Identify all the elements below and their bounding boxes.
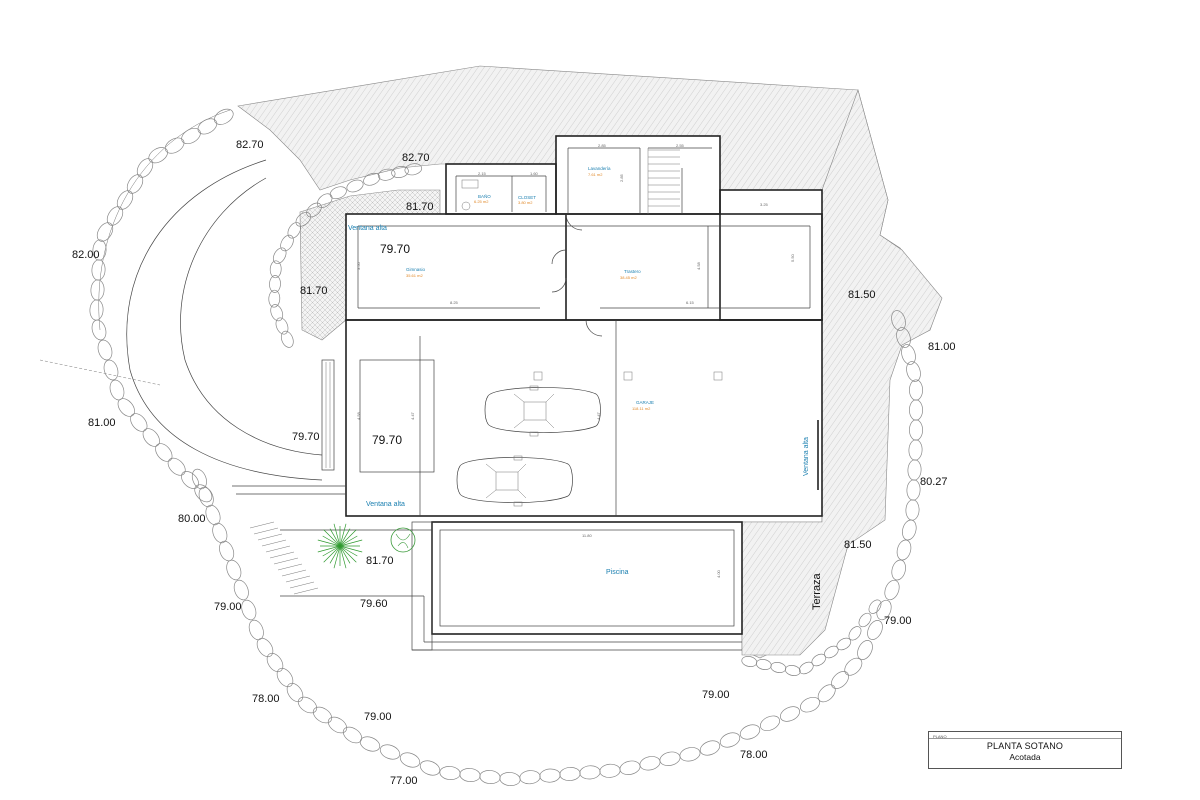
room-garaje: GARAJE [636,400,654,405]
level-79-70-patio: 79.70 [372,433,402,447]
dimension-label: 4.47 [596,411,601,420]
driveway-arc-inner [180,177,323,456]
room-lavanderia-area: 7.61 m2 [588,172,603,177]
title-block-title: PLANTA SOTANO [986,741,1064,751]
title-block: PLANO PLANTA SOTANO Acotada [928,731,1122,769]
shrub-plant-icon [390,527,416,553]
label-ventana-alta-top: Ventana alta [348,225,387,232]
level-81-50-right: 81.50 [848,289,876,301]
palm-plant-icon [317,523,363,569]
level-79-60: 79.60 [360,598,388,610]
level-79-70-left: 79.70 [292,431,320,443]
level-77-00: 77.00 [390,775,418,787]
room-lavanderia: Lavandería [588,166,611,171]
car-icon [484,385,601,437]
dashed-line [39,359,161,386]
dimension-label: 6.15 [686,300,695,305]
room-closet: CLOSET [518,195,536,200]
label-terraza: Terraza [811,572,823,610]
level-79-00-left: 79.00 [214,601,242,613]
driveway-arc-outer [126,159,323,481]
level-81-50-terrace: 81.50 [844,539,872,551]
building [232,135,823,651]
level-80-27: 80.27 [920,476,948,488]
level-80-00: 80.00 [178,513,206,525]
room-trastero-area: 38.45 m2 [620,275,637,280]
room-gimnasio-area: 35.61 m2 [406,273,423,278]
stone-wall [89,108,923,786]
dimension-label: 3.50 [356,261,361,270]
title-block-subtitle: Acotada [1009,752,1041,762]
dimension-label: 2.55 [676,143,685,148]
car-icon [456,455,573,507]
level-81-00-right: 81.00 [928,341,956,353]
level-82-70-left: 82.70 [236,139,264,151]
room-closet-area: 3.80 m2 [518,200,533,205]
room-trastero: Trastero [624,269,641,274]
room-bano-area: 6.25 m2 [474,199,489,204]
label-ventana-alta-right: Ventana alta [803,437,810,476]
level-79-70-gym: 79.70 [380,242,410,256]
driveway-arc-line [98,109,231,331]
room-gimnasio: Gimnasio [406,267,426,272]
dimension-label: 1.60 [530,171,539,176]
dimension-label: 2.15 [478,171,487,176]
level-81-70-left: 81.70 [300,285,328,297]
dimension-label: 4.00 [716,569,721,578]
room-garaje-area: 118.11 m2 [632,406,651,411]
label-ventana-alta-bottom: Ventana alta [366,501,405,508]
room-bano: BAÑO [478,193,491,199]
dimension-label: 2.85 [619,173,624,182]
dimension-label: 4.58 [356,411,361,420]
level-78-00-left: 78.00 [252,693,280,705]
level-81-70-top: 81.70 [406,201,434,213]
level-82-70-top: 82.70 [402,152,430,164]
level-81-70-garden: 81.70 [366,555,394,567]
title-block-divider [929,738,1121,739]
title-block-code: PLANO [933,734,947,739]
dimension-label: 2.85 [598,143,607,148]
level-81-00-left: 81.00 [88,417,116,429]
dimension-label: 11.80 [582,533,592,538]
dimension-label: 5.50 [790,253,795,262]
label-piscina: Piscina [606,569,629,576]
level-78-00-bottom: 78.00 [740,749,768,761]
level-79-00-bottom: 79.00 [364,711,392,723]
level-82-00: 82.00 [72,249,100,261]
level-79-00-bottom-right: 79.00 [702,689,730,701]
dimension-label: 3.25 [760,202,769,207]
dimension-label: 4.47 [410,411,415,420]
level-79-00-right: 79.00 [884,615,912,627]
dimension-label: 4.58 [696,261,701,270]
dimension-label: 8.25 [450,300,459,305]
